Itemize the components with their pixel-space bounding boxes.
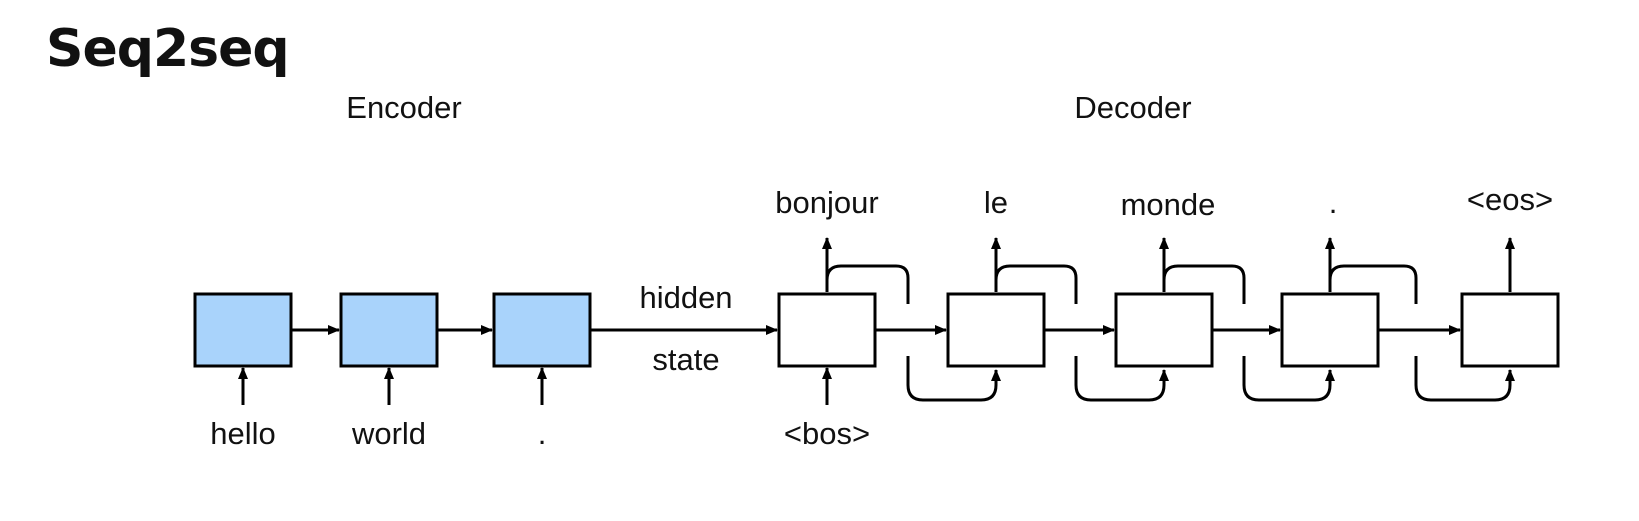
decoder-output-token: <eos> (1467, 182, 1553, 217)
decoder-cell (1280, 292, 1380, 368)
decoder-cell (1114, 292, 1214, 368)
hidden-state-label-line2: state (652, 342, 719, 377)
feedback-loop-arrow (825, 264, 996, 402)
slide-title: Seq2seq (46, 19, 290, 79)
encoder-cell (339, 292, 439, 368)
decoder-output-token: monde (1121, 187, 1216, 222)
decoder-output-token: le (984, 185, 1008, 220)
decoder-start-token: <bos> (784, 416, 870, 451)
encoder-input-token: world (351, 416, 426, 451)
encoder-input-token: hello (210, 416, 276, 451)
decoder-cell (777, 292, 877, 368)
decoder-output-token: bonjour (775, 185, 878, 220)
decoder-label: Decoder (1074, 90, 1191, 125)
decoder-output-token: . (1329, 185, 1338, 220)
encoder-label: Encoder (346, 90, 461, 125)
encoder-input-token: . (538, 416, 547, 451)
feedback-loop-arrow (1162, 264, 1330, 402)
decoder-cell (946, 292, 1046, 368)
encoder-cell (492, 292, 592, 368)
encoder-cell (193, 292, 293, 368)
feedback-loop-arrow (1328, 264, 1510, 402)
feedback-loop-arrow (994, 264, 1164, 402)
hidden-state-label-line1: hidden (639, 280, 732, 315)
decoder-cell (1460, 292, 1560, 368)
